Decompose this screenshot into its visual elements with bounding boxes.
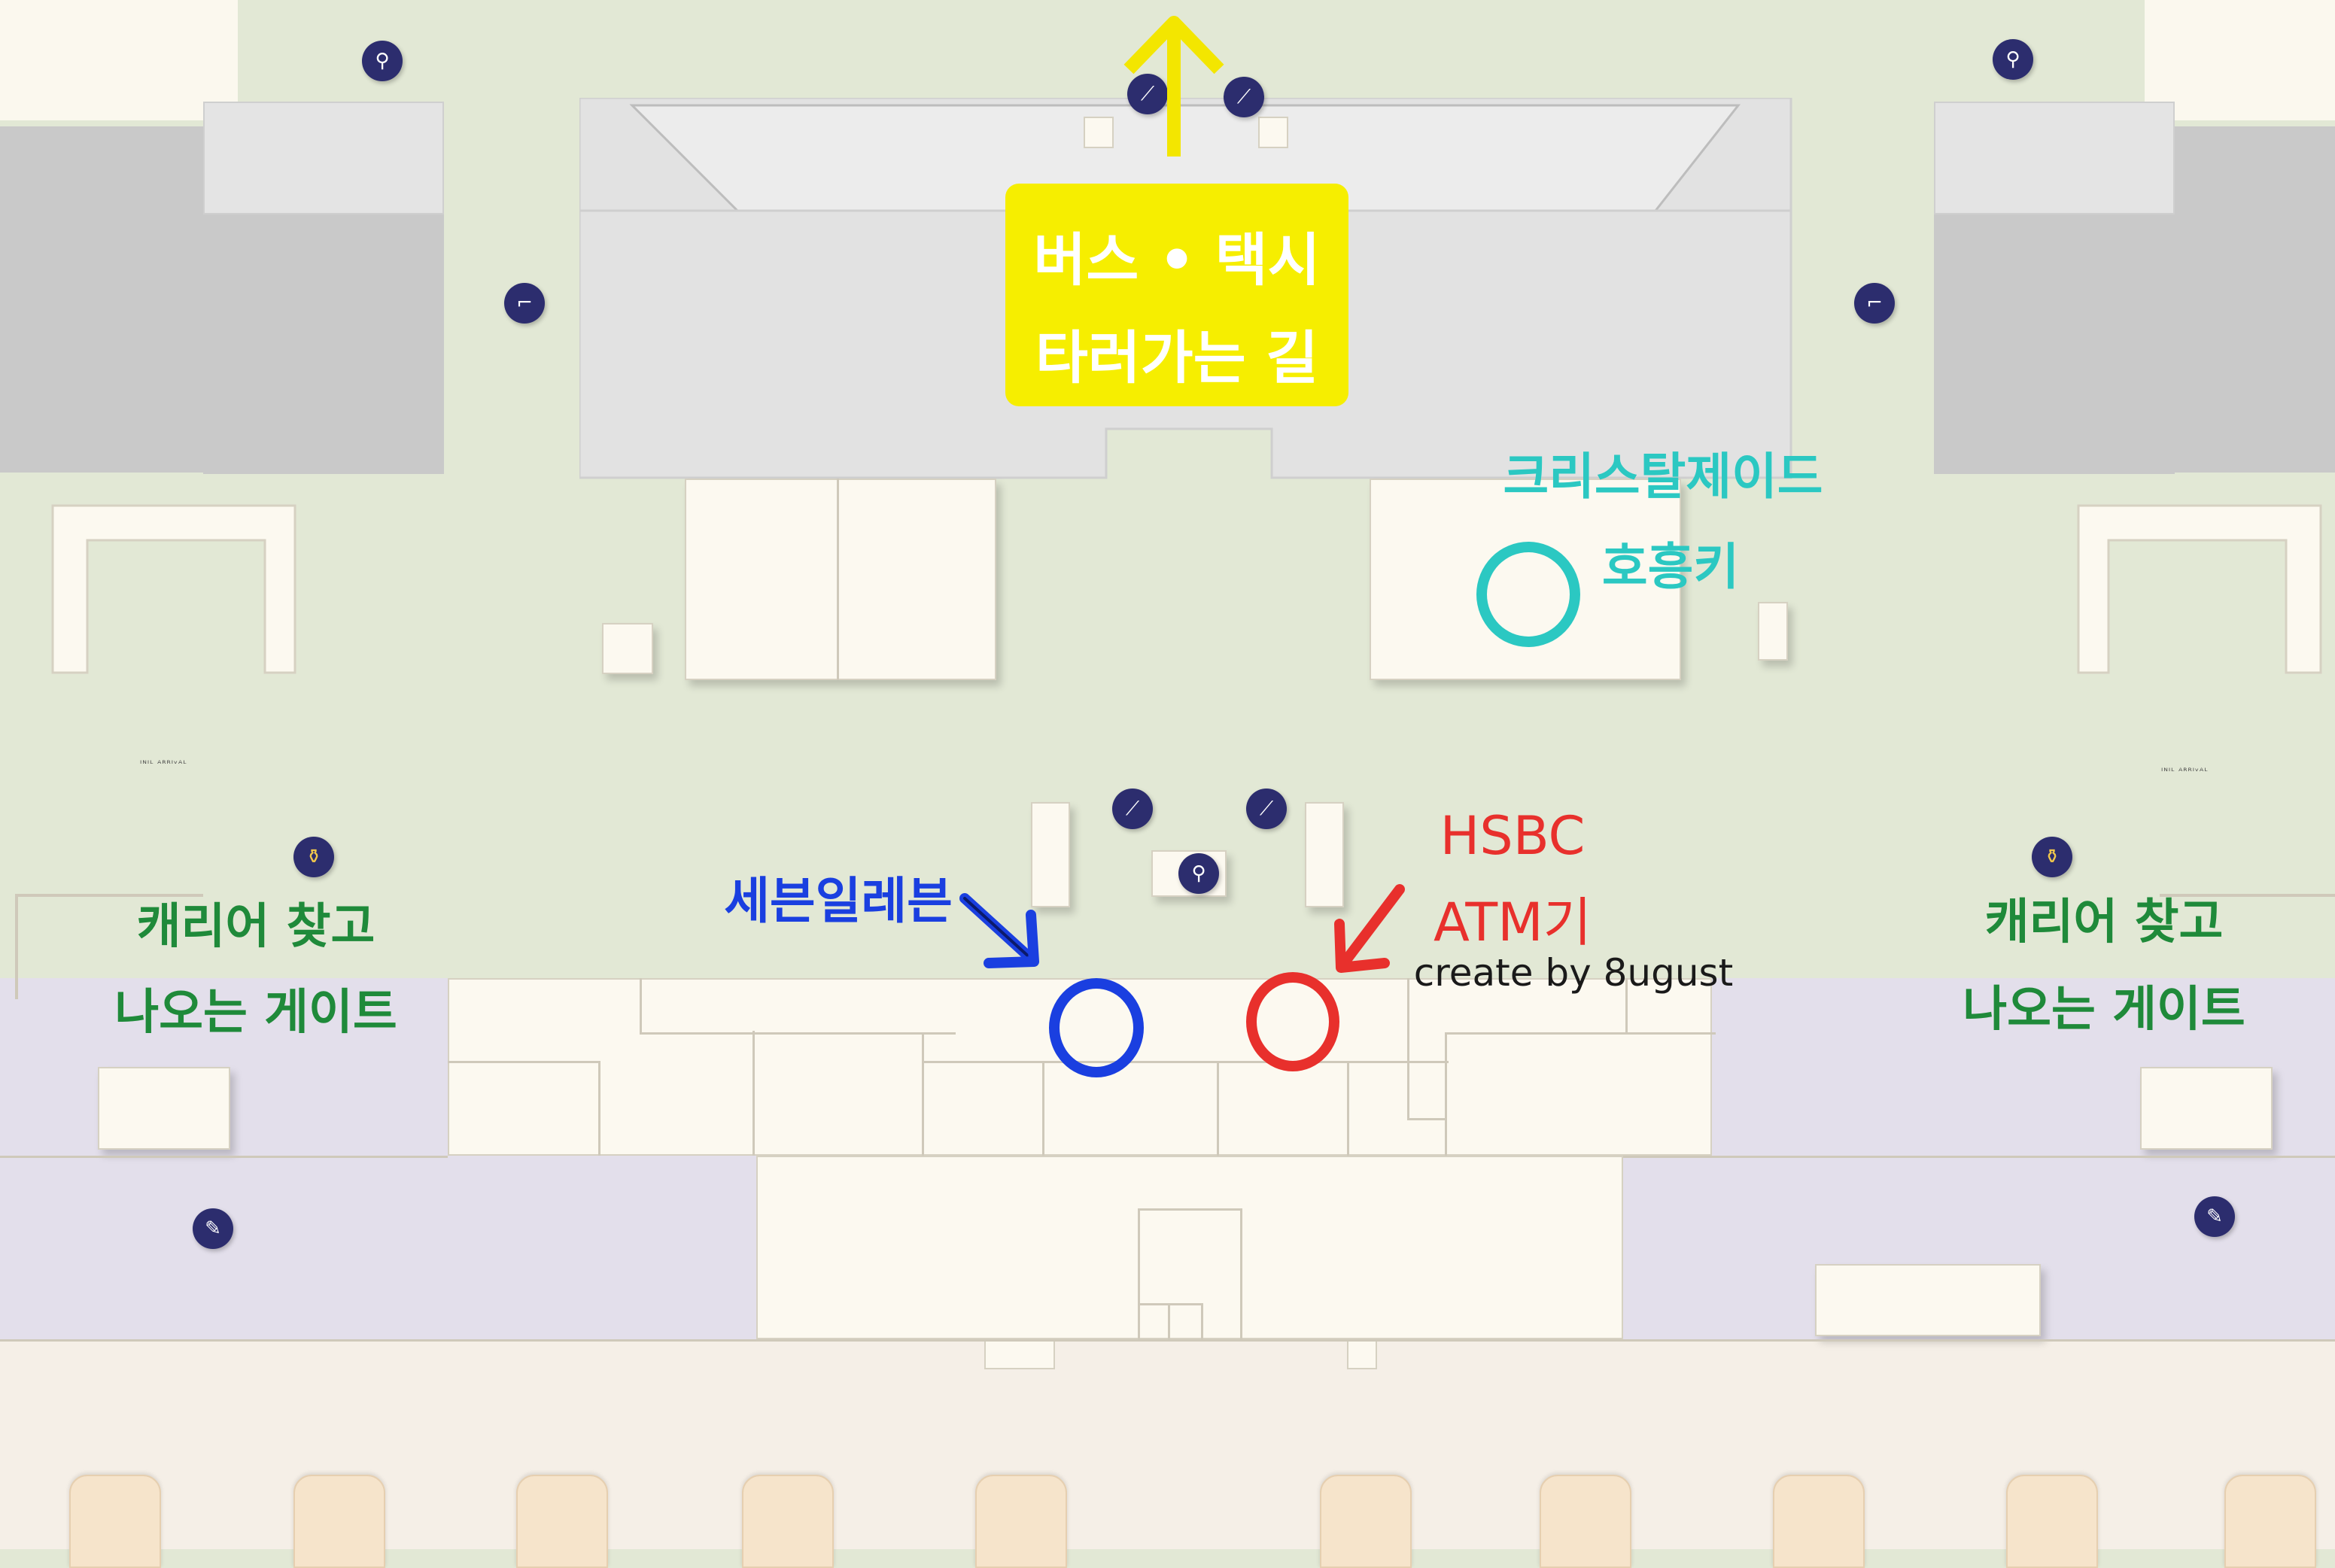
shop-divider [837, 479, 839, 680]
escalator-icon[interactable]: ⟋ [1246, 789, 1287, 829]
retail-divider [1445, 1032, 1447, 1156]
retail-divider [1217, 1061, 1219, 1156]
platform-pillar [1540, 1475, 1631, 1568]
baggage-gate-left-line-1: 캐리어 찾고 [136, 899, 375, 955]
restroom-icon[interactable]: ⚲ [1993, 39, 2033, 80]
exit-sign-left: ᴵᴺᴵᴸ ᴬᴿᴿᴵᵛᴬᴸ [140, 758, 187, 769]
wing-right [2167, 126, 2335, 473]
side-block [1815, 1264, 2041, 1336]
atm-label: ATM기 [1433, 892, 1592, 953]
divider-line [15, 894, 18, 999]
hsbc-atm-marker[interactable] [1246, 972, 1339, 1071]
side-block [98, 1067, 230, 1150]
baggage-gate-right-line-1: 캐리어 찾고 [1984, 895, 2224, 950]
taxi-icon[interactable]: ⌐ [1854, 283, 1895, 324]
retail-divider [1240, 1208, 1242, 1339]
retail-divider [1407, 978, 1409, 1118]
wing-left-top [203, 102, 444, 214]
retail-divider [598, 1061, 600, 1156]
divider-line [2160, 894, 2335, 897]
retail-divider [448, 1061, 598, 1063]
retail-divider [752, 1031, 755, 1156]
retail-divider [1201, 1303, 1203, 1339]
platform-pillar [69, 1475, 161, 1568]
retail-divider [1625, 978, 1628, 1032]
baggage-gate-right-line-2: 나오는 게이트 [1963, 982, 2245, 1038]
crystal-jade-marker[interactable] [1476, 542, 1580, 647]
retail-divider [1445, 1032, 1716, 1035]
restroom-icon[interactable]: ⚲ [362, 41, 403, 81]
crystal-jade-label: 크리스탈제이드 [1503, 448, 1823, 506]
escalator-icon[interactable]: ⟋ [1224, 77, 1264, 117]
seven-eleven-arrow-icon [959, 893, 1039, 968]
divider-line [15, 894, 203, 897]
platform-pillar [293, 1475, 385, 1568]
platform-pillar [2006, 1475, 2098, 1568]
retail-divider [1168, 1303, 1170, 1339]
platform-pillar [742, 1475, 834, 1568]
retail-divider [1138, 1303, 1202, 1305]
retail-divider [1042, 1061, 1044, 1156]
kiosk-block [1084, 117, 1114, 148]
divider-line [0, 1156, 448, 1158]
platform-pillar [2224, 1475, 2316, 1568]
north-arrow-icon [1123, 16, 1224, 156]
taxi-icon[interactable]: ⌐ [504, 283, 545, 324]
retail-divider [922, 1032, 924, 1156]
pillar-block [1031, 802, 1070, 907]
exit-sign-right: ᴵᴺᴵᴸ ᴬᴿᴿᴵᵛᴬᴸ [2161, 766, 2209, 776]
hong-kong-label: 호흥키 [1601, 538, 1740, 596]
pillar-block [1305, 802, 1344, 907]
divider-line [0, 1339, 2335, 1342]
wing-left-lower [203, 214, 444, 474]
seven-eleven-label: 세븐일레븐 [724, 872, 953, 930]
seven-eleven-marker[interactable] [1049, 978, 1144, 1077]
info-icon[interactable]: ✎ [2194, 1196, 2235, 1237]
retail-divider [1138, 1208, 1140, 1339]
shop-block-left [685, 479, 996, 680]
restroom-icon[interactable]: ⚲ [1178, 853, 1219, 894]
gate-step [1347, 1339, 1377, 1369]
corner-block-right [2145, 0, 2335, 120]
baggage-icon[interactable]: ⚱ [2032, 837, 2072, 877]
side-block [2140, 1067, 2273, 1150]
platform-pillar [975, 1475, 1067, 1568]
platform-area [0, 1339, 2335, 1549]
escalator-icon[interactable]: ⟋ [1127, 74, 1168, 114]
divider-line [1623, 1156, 2335, 1158]
retail-lower [756, 1156, 1623, 1339]
retail-divider [1407, 1118, 1446, 1120]
retail-divider [922, 1061, 1449, 1063]
retail-divider [640, 978, 642, 1034]
hsbc-arrow-icon [1334, 884, 1405, 973]
bus-taxi-line-1: 버스 • 택시 [1033, 226, 1321, 293]
info-icon[interactable]: ✎ [193, 1208, 233, 1249]
platform-pillar [516, 1475, 608, 1568]
kiosk-block [1258, 117, 1288, 148]
bus-taxi-line-2: 타러가는 길 [1035, 324, 1319, 391]
platform-pillar [1773, 1475, 1865, 1568]
gate-step [984, 1339, 1055, 1369]
counter-left [51, 504, 296, 674]
corner-block-left [0, 0, 238, 120]
kiosk-block [1758, 602, 1788, 661]
wing-right-lower [1934, 214, 2175, 474]
kiosk-block [602, 623, 653, 674]
credit-label: create by 8ugust [1413, 951, 1734, 995]
retail-divider [640, 1032, 956, 1035]
baggage-gate-left-line-2: 나오는 게이트 [114, 985, 397, 1041]
hsbc-label: HSBC [1440, 805, 1586, 867]
bus-taxi-route-label[interactable]: 버스 • 택시 타러가는 길 [1005, 184, 1348, 406]
platform-pillar [1320, 1475, 1412, 1568]
counter-right [2077, 504, 2322, 674]
wing-left [0, 126, 211, 473]
escalator-icon[interactable]: ⟋ [1112, 789, 1153, 829]
retail-divider [1138, 1208, 1242, 1211]
retail-divider [1347, 1061, 1349, 1156]
baggage-icon[interactable]: ⚱ [293, 837, 334, 877]
wing-right-top [1934, 102, 2175, 214]
